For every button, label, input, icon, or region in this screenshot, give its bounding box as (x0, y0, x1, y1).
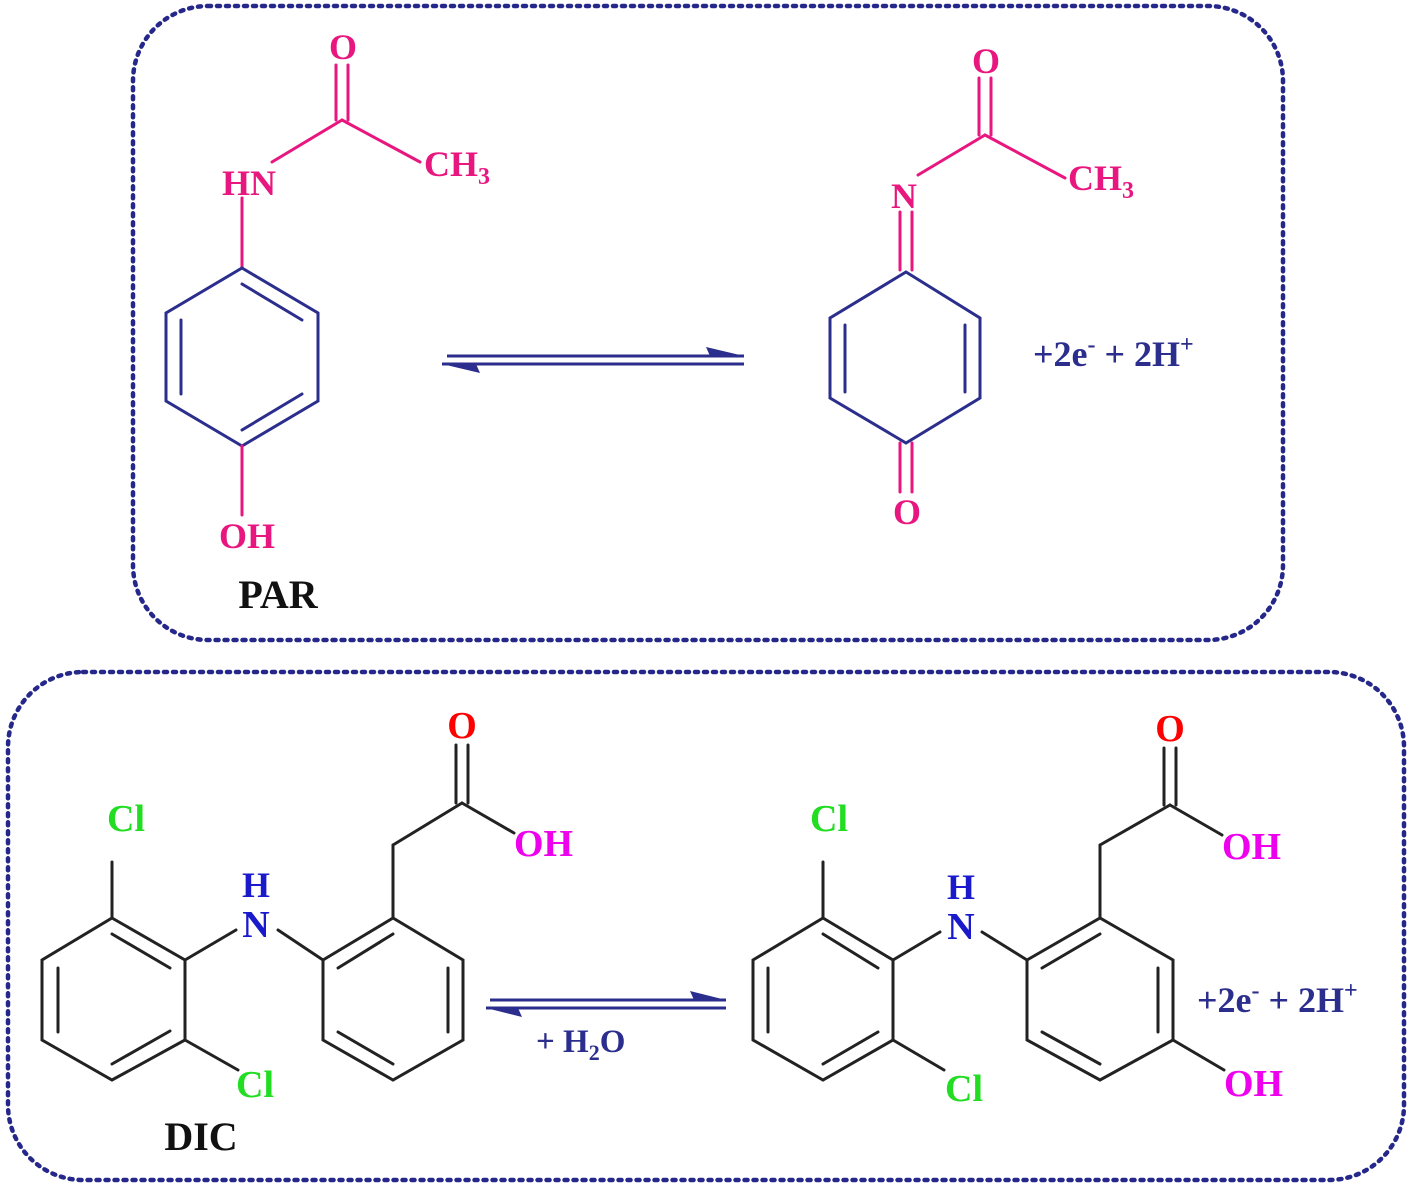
par-compound-label: PAR (238, 572, 318, 617)
par-byproducts: +2e- + 2H+ (1033, 332, 1194, 374)
par-product-carbonyl-o: O (972, 41, 1000, 81)
dic-product-cl-top: Cl (810, 798, 848, 840)
dic-product-acid-oh: OH (1222, 826, 1281, 868)
dic-product-amine-h: H (947, 867, 975, 907)
dic-product-structure (751, 746, 1226, 1082)
par-amide-nh: HN (222, 163, 276, 203)
dic-arrow-reagent: + H2O (536, 1024, 625, 1065)
dic-amine-n: N (242, 904, 269, 946)
dic-product-cl-bottom: Cl (945, 1068, 983, 1110)
dic-compound-label: DIC (164, 1114, 237, 1159)
par-methyl: CH3 (424, 144, 490, 190)
par-product-methyl: CH3 (1068, 158, 1134, 204)
par-product-imine-n: N (891, 176, 917, 216)
dic-cl-bottom: Cl (236, 1064, 274, 1106)
dic-cl-top: Cl (107, 798, 145, 840)
par-product-quinone-o: O (893, 492, 921, 532)
par-equilibrium-arrow (442, 347, 744, 373)
dic-amine-h: H (242, 865, 270, 905)
dic-acid-oh: OH (514, 823, 573, 865)
par-product-structure (828, 76, 1067, 494)
dic-reactant-structure (40, 743, 516, 1082)
par-panel-border (130, 3, 1286, 643)
dic-product-amine-n: N (947, 906, 974, 948)
par-reactant-structure (164, 63, 422, 517)
dic-product-ring-oh: OH (1224, 1063, 1283, 1105)
dic-byproducts: +2e- + 2H+ (1197, 978, 1358, 1020)
dic-product-carbonyl-o: O (1155, 708, 1185, 750)
par-carbonyl-o: O (329, 27, 357, 67)
dic-carbonyl-o: O (447, 705, 477, 747)
dic-panel-border (5, 669, 1407, 1183)
par-hydroxyl: OH (219, 516, 275, 556)
dic-equilibrium-arrow (486, 991, 726, 1017)
